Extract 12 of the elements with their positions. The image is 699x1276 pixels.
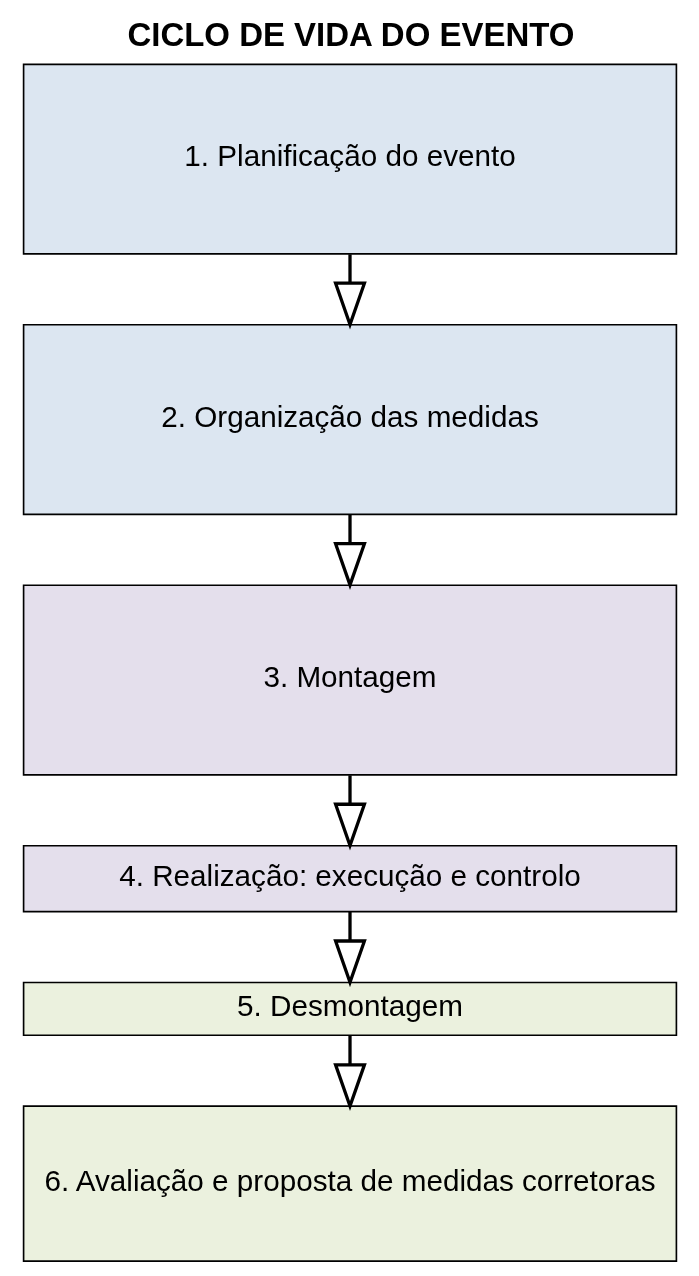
node-box: 6. Avaliação e proposta de medidas corretoras — [22, 1105, 677, 1262]
diagram-title: CICLO DE VIDA DO EVENTO — [126, 16, 574, 54]
node-box: 5. Desmontagem — [22, 981, 677, 1037]
node-box: 2. Organização das medidas — [22, 323, 677, 516]
node-box: 3. Montagem — [22, 584, 677, 776]
arrow — [332, 1035, 367, 1112]
arrow — [332, 254, 367, 330]
arrow — [332, 514, 367, 590]
arrow — [332, 775, 367, 851]
node-box: 4. Realização: execução e controlo — [22, 844, 677, 913]
node-box: 1. Planificação do evento — [22, 63, 677, 255]
arrow — [332, 911, 367, 988]
